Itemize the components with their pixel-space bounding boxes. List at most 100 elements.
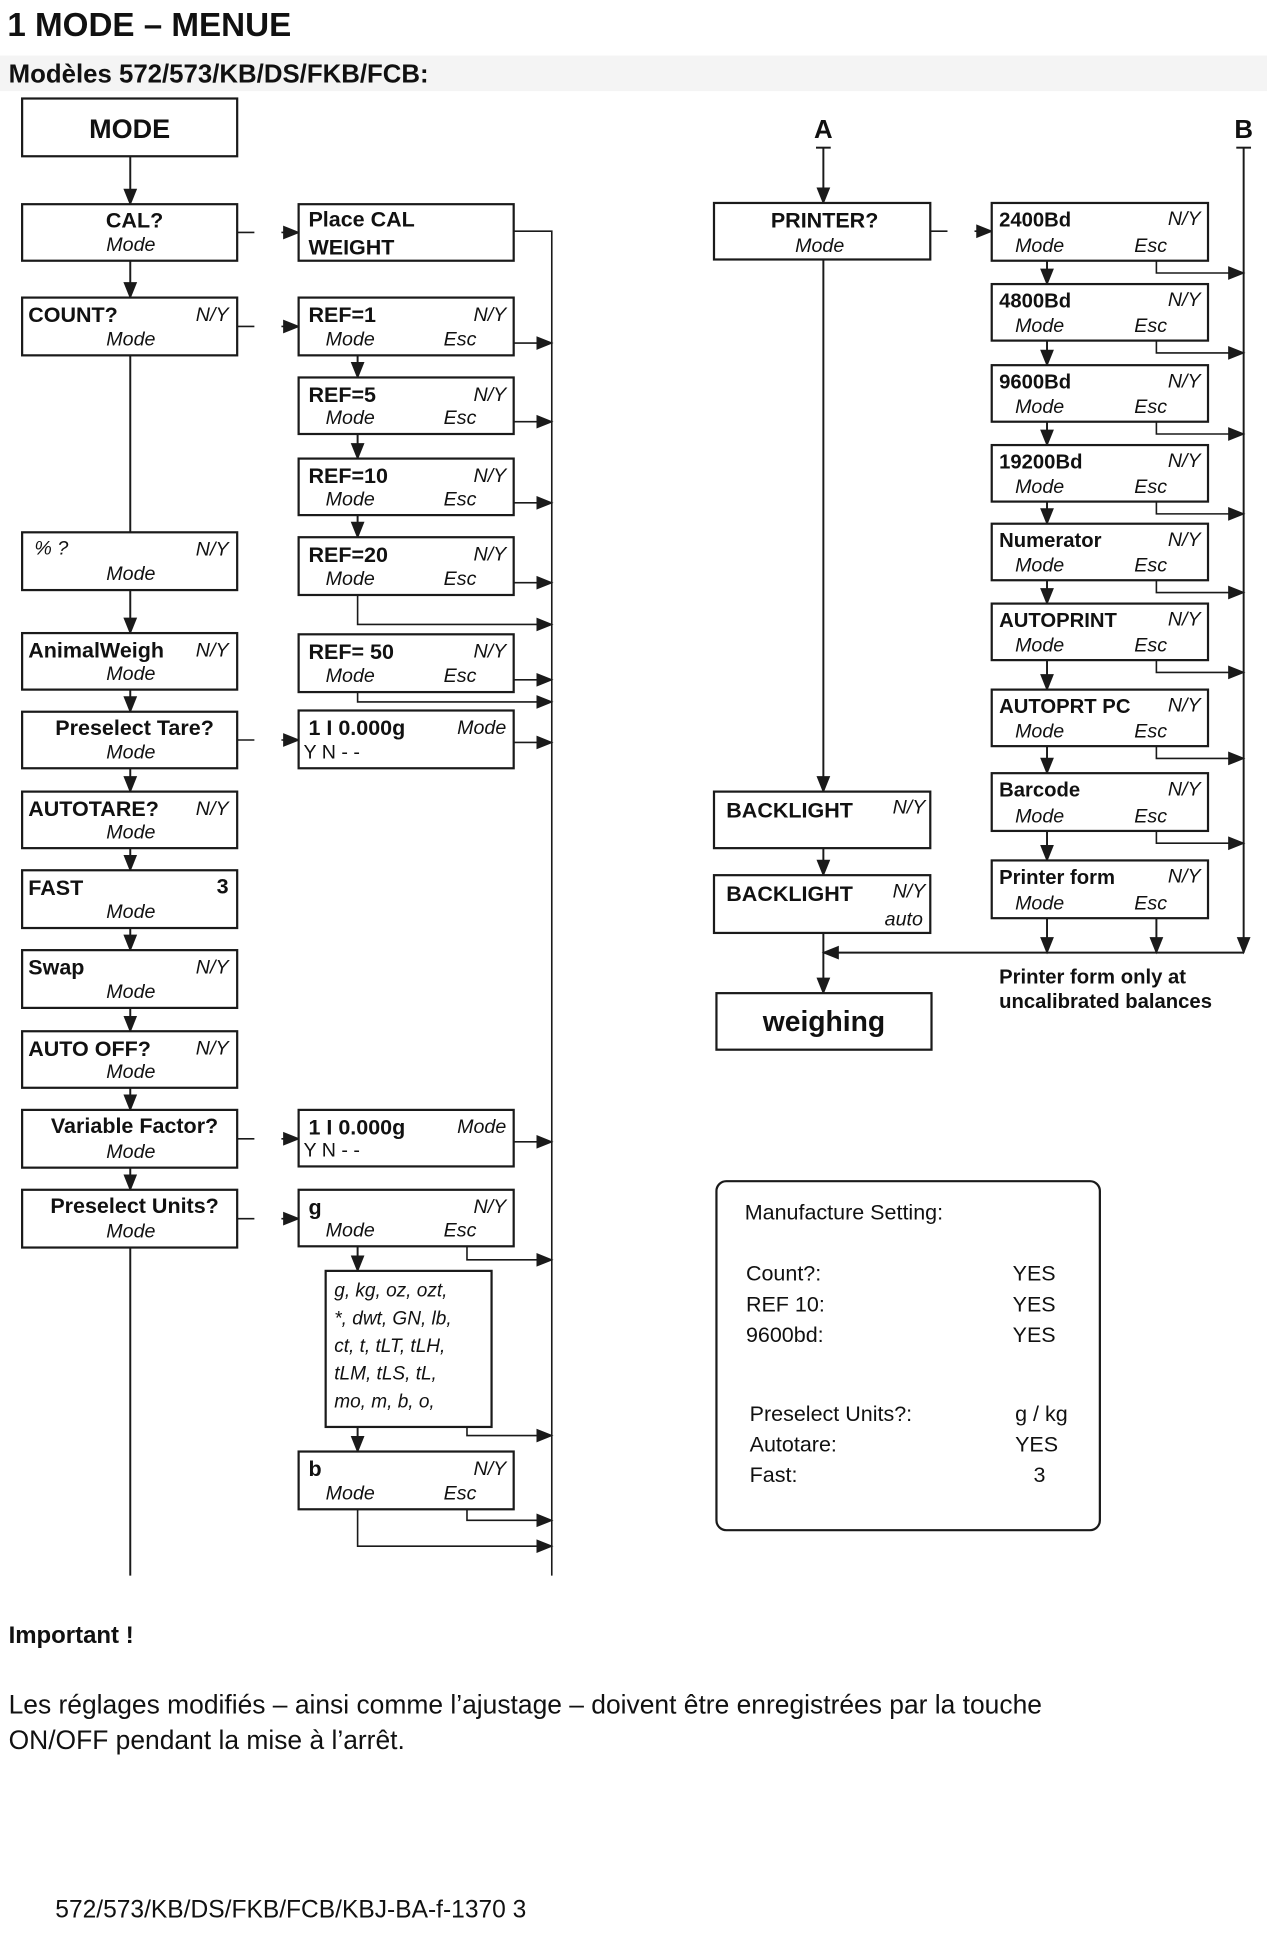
menu-box-frame[interactable]: [990, 688, 1210, 748]
menu-box-frame[interactable]: [297, 633, 515, 694]
menu-box-frame[interactable]: [990, 602, 1210, 662]
menu-box-flag: N/Y: [196, 639, 231, 661]
menu-box-frame[interactable]: [990, 772, 1210, 833]
menu-box-frame[interactable]: [297, 457, 515, 517]
menu-box-frame[interactable]: [297, 296, 515, 357]
menu-box-frame[interactable]: [21, 203, 239, 262]
menu-box-flag: N/Y: [1168, 609, 1203, 631]
menu-box-frame[interactable]: [21, 949, 239, 1010]
menu-box-frame[interactable]: [297, 203, 515, 262]
menu-box-frame[interactable]: [990, 282, 1210, 342]
menu-box-frame[interactable]: [297, 376, 515, 436]
menu-box-frame[interactable]: [21, 631, 239, 691]
unit-list-frame[interactable]: [324, 1269, 493, 1429]
menu-box-mode-key: Mode: [326, 488, 375, 510]
menu-box-frame[interactable]: [297, 536, 515, 597]
menu-box-preselect-tare[interactable]: Preselect Tare?Mode: [21, 710, 239, 770]
menu-box-frame[interactable]: [21, 1188, 239, 1249]
models-heading-band: [0, 55, 1267, 92]
menu-box-frame[interactable]: [297, 1108, 515, 1168]
section-title: 1 MODE – MENUE: [7, 7, 291, 44]
menu-box-frame[interactable]: [21, 296, 239, 357]
menu-box-frame[interactable]: [21, 531, 239, 592]
models-heading: Modèles 572/573/KB/DS/FKB/FCB:: [9, 61, 429, 89]
menu-box-frame[interactable]: [21, 1108, 239, 1169]
menu-box-variable-factor[interactable]: Variable Factor?Mode: [21, 1108, 239, 1169]
important-text-line1: Les réglages modifiés – ainsi comme l’aj…: [9, 1689, 1042, 1719]
menu-box-label: Numerator: [999, 530, 1102, 552]
esc-arrow-autoprint: [1155, 660, 1246, 680]
flow-connectors: [123, 146, 1252, 1576]
menu-box-frame[interactable]: [21, 790, 239, 850]
menu-box-frame[interactable]: [990, 859, 1210, 920]
menu-box-esc-key: Esc: [444, 329, 477, 351]
menu-box-frame[interactable]: [990, 364, 1210, 423]
menu-box-mode-key: Mode: [1015, 476, 1064, 498]
menu-box-label: 1 I 0.000g: [308, 1115, 405, 1139]
menu-box-label: Preselect Units?: [50, 1194, 218, 1218]
menu-box-flag: N/Y: [196, 1038, 231, 1060]
menu-box-label: AUTOPRINT: [999, 610, 1117, 632]
menu-box-frame[interactable]: [990, 522, 1210, 582]
menu-box-flag: N/Y: [1168, 778, 1203, 800]
menu-box-frame[interactable]: [712, 201, 932, 261]
menu-box-yn-keys: Y N - -: [304, 1140, 360, 1162]
menu-box-frame[interactable]: [712, 874, 932, 935]
menu-box-frame[interactable]: [715, 992, 933, 1051]
menu-box-label: CAL?: [106, 209, 163, 233]
menu-box-frame[interactable]: [21, 710, 239, 770]
ref50-mode-arrow: [356, 692, 554, 709]
menu-box-mode[interactable]: MODE: [21, 97, 239, 158]
menu-box-frame[interactable]: [21, 1030, 239, 1089]
menu-box-frame[interactable]: [990, 201, 1210, 262]
menu-box-frame[interactable]: [297, 1188, 515, 1248]
menu-box-yn-keys: Y N - -: [304, 741, 360, 763]
menu-box-label: Barcode: [999, 780, 1080, 802]
menu-box-frame[interactable]: [712, 790, 932, 850]
menu-box-preselect-units[interactable]: Preselect Units?Mode: [21, 1188, 239, 1249]
menu-box-frame[interactable]: [21, 97, 239, 158]
menu-box-weighing[interactable]: weighing: [715, 992, 933, 1051]
esc-arrow-4800bd: [1155, 340, 1246, 360]
menu-box-cal[interactable]: CAL?Mode: [21, 203, 239, 262]
menu-box-frame[interactable]: [297, 709, 515, 770]
menu-box-frame[interactable]: [21, 869, 239, 930]
unit-list-box[interactable]: g, kg, oz, ozt,*, dwt, GN, lb,ct, t, tLT…: [324, 1269, 493, 1429]
menu-box-flag: N/Y: [1168, 289, 1203, 311]
menu-box-mode-key: Mode: [1015, 721, 1064, 743]
unit-list-line: mo, m, b, o,: [334, 1391, 434, 1412]
menu-box-frame[interactable]: [990, 443, 1210, 503]
menu-box-printer[interactable]: PRINTER?Mode: [712, 201, 932, 261]
menu-box-frame[interactable]: [297, 1450, 515, 1511]
